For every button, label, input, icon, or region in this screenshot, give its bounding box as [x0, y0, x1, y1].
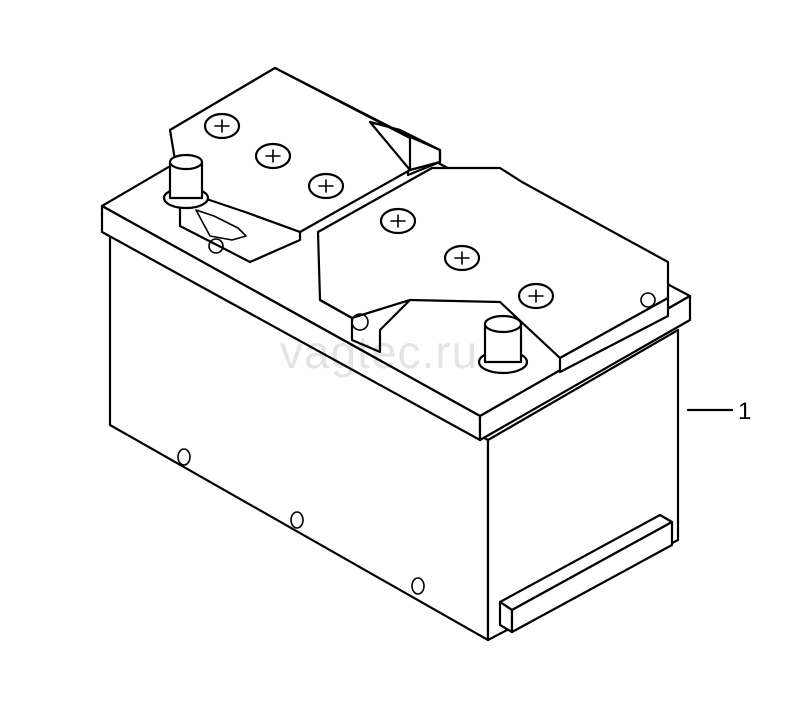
terminal-cap — [168, 153, 204, 171]
cell-caps — [203, 112, 555, 310]
mount-hole — [411, 577, 425, 595]
watermark: vagtec.ru — [280, 326, 478, 378]
plus-icon — [517, 282, 555, 310]
plus-icon — [307, 172, 345, 200]
terminal-positive — [477, 314, 529, 375]
terminal-cap — [483, 314, 523, 334]
mount-hole — [290, 511, 304, 529]
rail-front — [510, 520, 674, 634]
rear-cover-latch — [195, 209, 247, 241]
front-cover-right-edge — [558, 296, 670, 374]
latch-pin-front — [351, 313, 369, 331]
plus-icon — [379, 207, 417, 235]
callout-label: 1 — [738, 398, 751, 425]
rear-cover — [168, 66, 442, 264]
rear-cover-front — [178, 188, 302, 264]
hold-down-rail — [498, 513, 674, 634]
vent-hole — [640, 292, 656, 308]
terminal-negative — [162, 153, 210, 210]
plus-icon — [254, 142, 292, 170]
latch-pin — [208, 238, 224, 254]
mount-hole — [177, 448, 191, 466]
body-mount-holes — [177, 448, 425, 595]
rear-cover-tab — [368, 120, 442, 172]
plus-icon — [203, 112, 241, 140]
plus-icon — [443, 244, 481, 272]
